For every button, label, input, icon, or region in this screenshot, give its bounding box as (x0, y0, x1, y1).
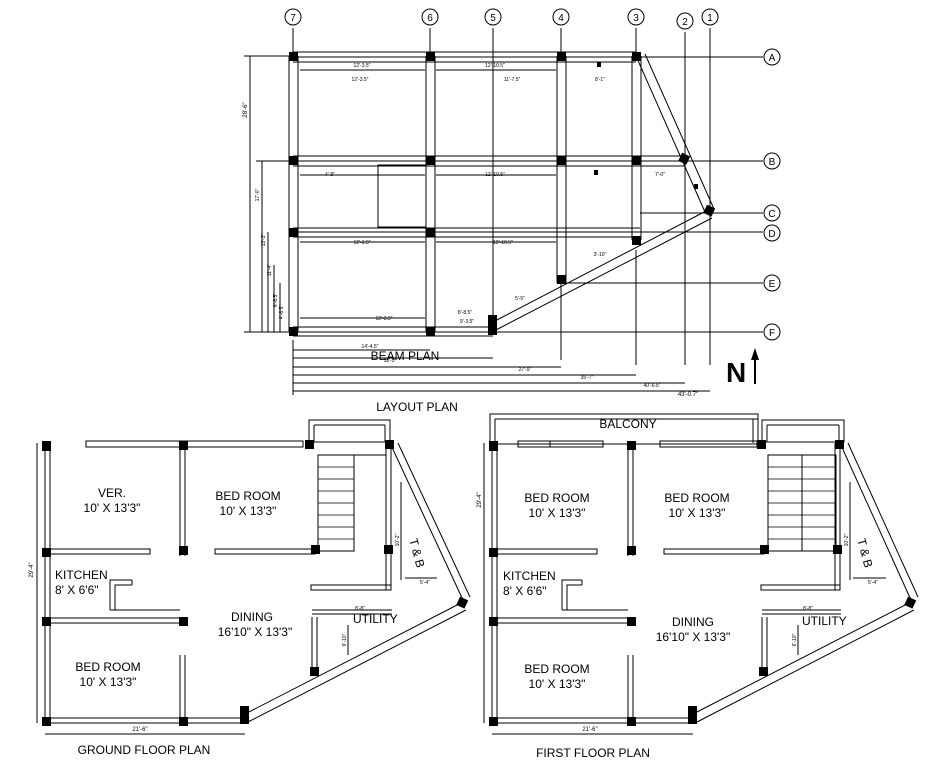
beam-dim: 5'-5" (515, 296, 525, 302)
layout-plan-label: LAYOUT PLAN (376, 400, 458, 414)
beam-dim: 12'-3.5" (354, 240, 371, 246)
grid-row-b: B (769, 157, 776, 168)
small-dim: 6'-10" (342, 633, 348, 646)
room-size: 10' X 13'3" (669, 506, 726, 520)
grid-col-5: 5 (490, 13, 496, 24)
beam-dim: 8'-1" (595, 77, 605, 83)
grid-row-a: A (769, 53, 776, 64)
dim-d1: 27'-9" (519, 367, 532, 373)
grid-row-d: D (768, 229, 775, 240)
beam-dim: 7'-0" (655, 172, 665, 178)
bottom-dimensions: 14'-4.5" 18'-5" 27'-9" 35'-7" 40'-6.5" 4… (362, 344, 699, 398)
overall-width-dim: 43'-0.7" (678, 392, 698, 398)
room-size: 16'10" X 13'3" (656, 630, 731, 644)
room-name: KITCHEN (55, 568, 108, 582)
room-size: 10' X 13'3" (529, 677, 586, 691)
dim-left-a: 17'-0" (255, 188, 261, 201)
tb-label: T & B (854, 537, 875, 569)
utility-label: UTILITY (353, 612, 398, 626)
first-floor-title: FIRST FLOOR PLAN (536, 746, 650, 760)
small-dim: 10'-2" (395, 533, 401, 546)
left-dimensions: 28'-6" 17'-0" 13'-3" 11'-4" 6'-8.5" 4'-8… (243, 102, 285, 319)
room-size: 10' X 13'3" (84, 501, 141, 515)
dim-d5: 18'-5" (384, 358, 397, 364)
room-size: 10' X 13'3" (80, 675, 137, 689)
grid-row-e: E (769, 279, 776, 290)
height-dim: 29'-4" (477, 492, 483, 507)
tb-label: T & B (406, 537, 427, 569)
small-dim: 5'-4" (868, 580, 878, 586)
dim-left-b: 13'-3" (261, 233, 267, 246)
dim-left-d: 6'-8.5" (273, 293, 279, 307)
room-size: 10' X 13'3" (529, 506, 586, 520)
grid-col-3: 3 (633, 13, 639, 24)
dim-left-c: 11'-4" (267, 264, 273, 277)
room-name: DINING (231, 610, 273, 624)
beam-dim: 12'-10.5" (485, 172, 505, 178)
height-dim: 29'-4" (29, 562, 35, 577)
row-grid-bubbles: A B C D E F (763, 48, 781, 341)
room-name: BED ROOM (524, 662, 589, 676)
width-dim: 21'-6" (132, 727, 147, 733)
grid-col-7: 7 (290, 13, 296, 24)
overall-height-dim: 28'-6" (243, 102, 249, 117)
room-name: KITCHEN (503, 569, 556, 583)
dim-left-e: 4'-8.5" (279, 305, 285, 319)
small-dim: 10'-2" (844, 533, 850, 546)
column-grid-bubbles: 7 6 5 4 3 2 1 (284, 8, 719, 30)
utility-label: UTILITY (802, 614, 847, 628)
beam-dim: 12'-3.5" (376, 316, 393, 322)
beam-dim: 3'-10" (594, 252, 607, 258)
grid-row-c: C (768, 209, 775, 220)
room-size: 8' X 6'6" (503, 584, 547, 598)
room-name: BED ROOM (664, 491, 729, 505)
room-name: BED ROOM (215, 489, 280, 503)
north-label: N (726, 357, 746, 388)
room-size: 10' X 13'3" (220, 504, 277, 518)
ground-floor-plan: VER. 10' X 13'3" BED ROOM 10' X 13'3" KI… (29, 419, 471, 757)
balcony-label: BALCONY (599, 417, 656, 431)
dim-d4: 14'-4.5" (362, 344, 379, 350)
beam-plan-columns (289, 52, 716, 336)
beam-dim: 12'-3.5" (354, 63, 371, 69)
beam-plan (244, 28, 763, 395)
small-dim: 8'-8" (355, 606, 365, 612)
beam-dimensions: 12'-3.5" 12'-10.5" 12'-3.5" 11'-7.5" 8'-… (325, 63, 665, 325)
width-dim: 21'-6" (582, 727, 597, 733)
small-dim: 8'-8" (803, 606, 813, 612)
first-floor-plan: BALCONY BED ROOM 10' X 13'3" BED ROOM 10… (477, 413, 919, 760)
dim-d3: 40'-6.5" (644, 383, 661, 389)
grid-col-6: 6 (427, 13, 433, 24)
room-size: 16'10" X 13'3" (218, 625, 293, 639)
beam-dim: 12'-10.5" (493, 240, 513, 246)
grid-row-f: F (769, 328, 775, 339)
beam-dim: 11'-7.5" (504, 77, 521, 83)
room-size: 8' X 6'6" (55, 583, 99, 597)
room-name: BED ROOM (75, 660, 140, 674)
small-dim: 5'-4" (420, 580, 430, 586)
beam-dim: 12'-10.5" (485, 63, 505, 69)
ground-floor-title: GROUND FLOOR PLAN (78, 743, 211, 757)
grid-col-1: 1 (707, 13, 713, 24)
grid-col-4: 4 (558, 13, 564, 24)
beam-dim: 4'-8" (325, 172, 335, 178)
dim-d2: 35'-7" (581, 375, 594, 381)
beam-dim: 12'-3.5" (352, 77, 369, 83)
beam-dim: 9'-3.5" (460, 319, 474, 325)
beam-plan-label: BEAM PLAN (371, 349, 440, 363)
beam-dim: 8'-8.5" (458, 310, 472, 316)
grid-col-2: 2 (682, 17, 688, 28)
north-arrow: N (726, 348, 759, 388)
small-dim: 6'-10" (792, 633, 798, 646)
room-name: DINING (672, 615, 714, 629)
room-name: BED ROOM (524, 491, 589, 505)
room-name: VER. (98, 486, 126, 500)
